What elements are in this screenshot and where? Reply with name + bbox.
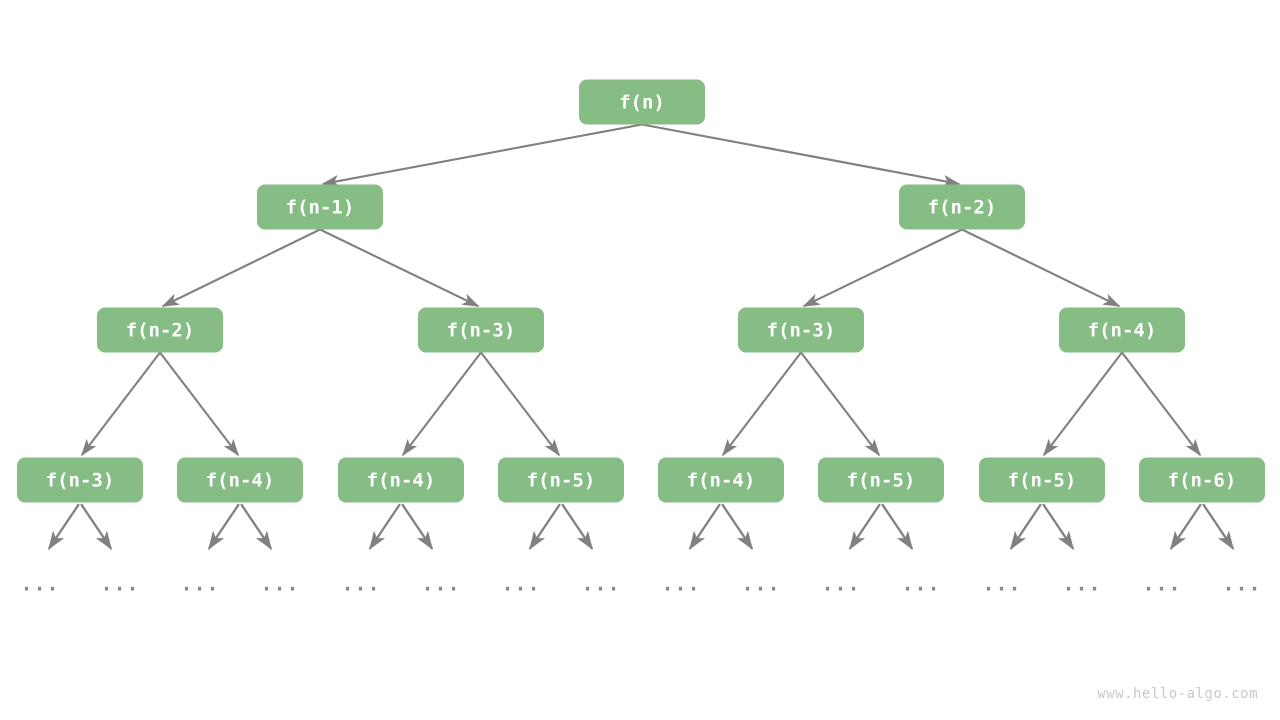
tree-edge (641, 123, 961, 187)
node-label: f(n-4) (1088, 320, 1157, 342)
node-box (418, 307, 544, 353)
ellipsis-edge (240, 503, 273, 551)
ellipsis-edge (721, 503, 754, 551)
tree-node[interactable]: f(n-1) (257, 184, 383, 230)
node-label: f(n-4) (367, 470, 436, 492)
ellipsis-label: ... (982, 572, 1021, 596)
node-label: f(n-2) (928, 197, 997, 219)
tree-node[interactable]: f(n-4) (338, 457, 464, 503)
node-label: f(n-3) (767, 320, 836, 342)
ellipsis-edge (368, 503, 401, 551)
tree-edge (1121, 351, 1202, 457)
node-label: f(n-2) (126, 320, 195, 342)
node-label: f(n-4) (687, 470, 756, 492)
ellipsis-label: ... (1222, 572, 1261, 596)
ellipsis-edge (80, 503, 113, 551)
ellipsis-edge (881, 503, 914, 551)
tree-edge (1042, 351, 1123, 457)
ellipsis-label: ... (421, 572, 460, 596)
ellipsis-label: ... (100, 572, 139, 596)
tree-edge (401, 351, 482, 457)
tree-edges (80, 123, 1202, 457)
ellipsis-labels: ........................................… (20, 572, 1261, 596)
node-box (17, 457, 143, 503)
tree-node[interactable]: f(n-3) (418, 307, 544, 353)
tree-edge (961, 228, 1121, 308)
tree-node[interactable]: f(n-4) (177, 457, 303, 503)
ellipsis-edge (1009, 503, 1042, 551)
node-box (498, 457, 624, 503)
tree-edge (80, 351, 161, 457)
ellipsis-label: ... (741, 572, 780, 596)
node-label: f(n-1) (286, 197, 355, 219)
tree-node[interactable]: f(n-5) (979, 457, 1105, 503)
node-box (579, 79, 705, 125)
ellipsis-edge (401, 503, 434, 551)
tree-edge (800, 351, 881, 457)
tree-node[interactable]: f(n-4) (1059, 307, 1185, 353)
node-box (899, 184, 1025, 230)
node-label: f(n-5) (527, 470, 596, 492)
tree-edge (319, 228, 480, 308)
tree-edge (321, 123, 643, 188)
tree-node[interactable]: f(n-3) (17, 457, 143, 503)
node-box (1059, 307, 1185, 353)
ellipsis-label: ... (1062, 572, 1101, 596)
tree-edge (480, 351, 561, 457)
ellipsis-label: ... (1142, 572, 1181, 596)
tree-node[interactable]: f(n-2) (899, 184, 1025, 230)
ellipsis-label: ... (821, 572, 860, 596)
ellipsis-edges (47, 503, 1235, 551)
ellipsis-edge (1042, 503, 1075, 551)
tree-edge (161, 228, 321, 308)
ellipsis-label: ... (661, 572, 700, 596)
tree-node[interactable]: f(n) (579, 79, 705, 125)
node-box (818, 457, 944, 503)
node-box (338, 457, 464, 503)
ellipsis-label: ... (260, 572, 299, 596)
ellipsis-edge (561, 503, 594, 551)
tree-edge (721, 351, 802, 457)
node-box (738, 307, 864, 353)
ellipsis-edge (207, 503, 240, 551)
ellipsis-edge (688, 503, 721, 551)
ellipsis-label: ... (20, 572, 59, 596)
ellipsis-label: ... (581, 572, 620, 596)
node-label: f(n-5) (1008, 470, 1077, 492)
node-label: f(n-3) (447, 320, 516, 342)
node-label: f(n) (619, 92, 665, 114)
tree-node[interactable]: f(n-4) (658, 457, 784, 503)
watermark: www.hello-algo.com (1097, 686, 1258, 702)
node-label: f(n-3) (46, 470, 115, 492)
ellipsis-edge (1202, 503, 1235, 551)
node-box (257, 184, 383, 230)
ellipsis-label: ... (501, 572, 540, 596)
tree-edge (159, 351, 240, 457)
tree-node[interactable]: f(n-3) (738, 307, 864, 353)
ellipsis-edge (1169, 503, 1202, 551)
node-box (177, 457, 303, 503)
ellipsis-label: ... (180, 572, 219, 596)
ellipsis-edge (848, 503, 881, 551)
tree-edge (802, 228, 963, 308)
ellipsis-edge (47, 503, 80, 551)
node-box (979, 457, 1105, 503)
node-label: f(n-4) (206, 470, 275, 492)
tree-node[interactable]: f(n-2) (97, 307, 223, 353)
node-box (1139, 457, 1265, 503)
node-label: f(n-5) (847, 470, 916, 492)
tree-node[interactable]: f(n-5) (498, 457, 624, 503)
node-label: f(n-6) (1168, 470, 1237, 492)
ellipsis-edge (528, 503, 561, 551)
ellipsis-label: ... (901, 572, 940, 596)
node-box (97, 307, 223, 353)
tree-node[interactable]: f(n-6) (1139, 457, 1265, 503)
tree-nodes: f(n) f(n-1) f(n-2) f(n-2) f(n-3) f(n-3) f(n-4)… (17, 79, 1265, 503)
ellipsis-label: ... (341, 572, 380, 596)
tree-node[interactable]: f(n-5) (818, 457, 944, 503)
node-box (658, 457, 784, 503)
